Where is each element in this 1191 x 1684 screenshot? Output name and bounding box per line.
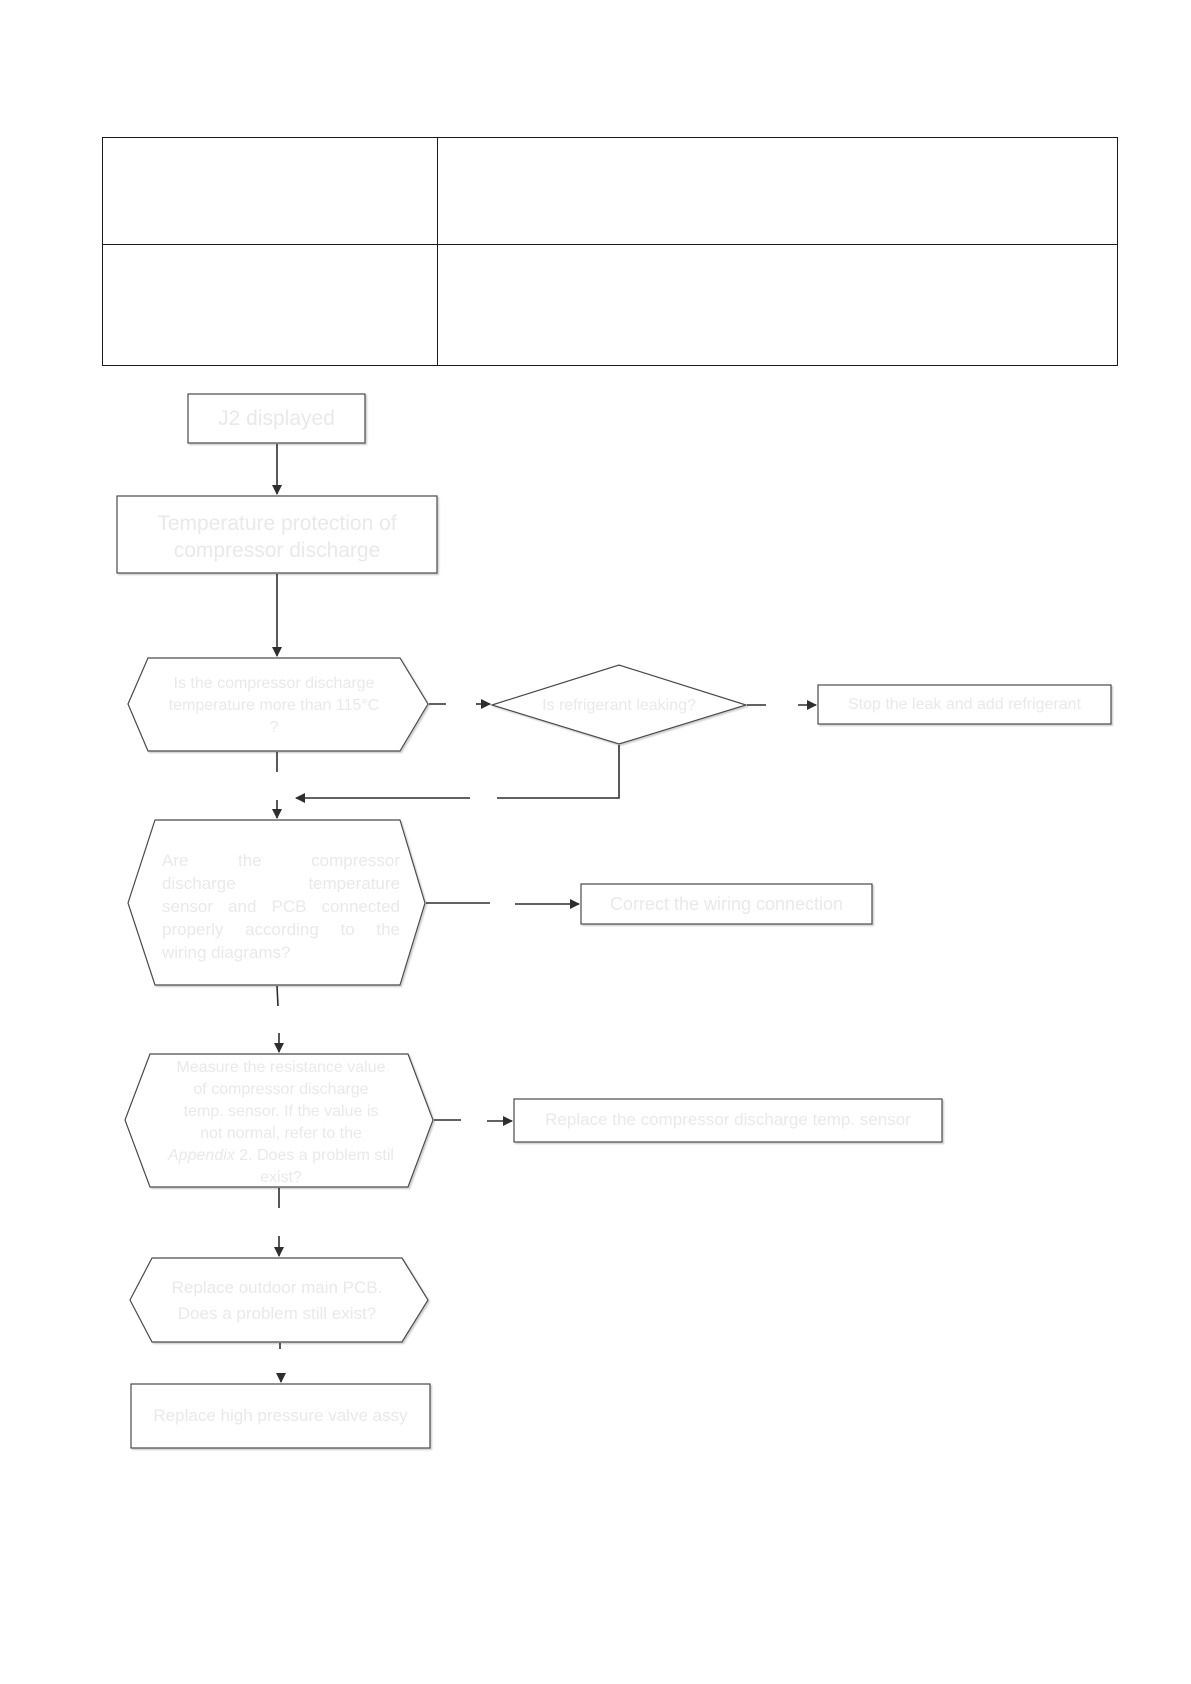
wiring-question-hexagon xyxy=(127,819,426,986)
protection-label-line: compressor discharge xyxy=(173,539,381,562)
table-row xyxy=(102,244,1118,366)
resistance-question-line: Measure the resistance value xyxy=(176,1059,386,1076)
wiring-question-line: wiring diagrams? xyxy=(162,943,291,962)
temp-question-label: Is the compressor discharge temperature … xyxy=(148,673,400,739)
resistance-question-text: 2. Does a problem stil xyxy=(234,1147,394,1164)
protection-label: Temperature protection of compressor dis… xyxy=(117,510,437,564)
arrow-leak-no-path xyxy=(497,745,620,799)
wiring-word: to xyxy=(340,920,355,939)
pcb-question-label: Replace outdoor main PCB. Does a problem… xyxy=(152,1275,402,1327)
resistance-question-line: Appendix 2. Does a problem stil xyxy=(150,1145,412,1167)
resistance-question-line: temp. sensor. If the value is xyxy=(183,1103,379,1120)
resistance-question-line: of compressor discharge xyxy=(193,1081,369,1098)
arrow-wiring-down xyxy=(276,985,279,1007)
protection-label-line: Temperature protection of xyxy=(157,512,397,535)
resistance-question-hexagon xyxy=(124,1053,434,1188)
temp-question-hexagon xyxy=(127,657,429,752)
leak-question-label: Is refrigerant leaking? xyxy=(542,697,696,714)
fault-info-table xyxy=(102,137,1118,366)
wiring-word: discharge xyxy=(162,874,236,893)
fix-leak-label: Stop the leak and add refrigerant xyxy=(847,696,1082,713)
wiring-word: properly xyxy=(162,920,224,939)
wiring-word: the xyxy=(376,920,400,939)
wiring-word: temperature xyxy=(308,874,400,893)
start-label: J2 displayed xyxy=(218,407,335,430)
wiring-word: according xyxy=(245,920,319,939)
temp-question-line: Is the compressor discharge xyxy=(173,675,375,692)
fix-wiring-box xyxy=(580,883,873,925)
wiring-question-line: Are the compressor xyxy=(162,849,400,872)
wiring-word: the xyxy=(238,851,262,870)
wiring-question-line: sensor and PCB connected xyxy=(162,897,400,916)
pcb-question-line: Does a problem still exist? xyxy=(177,1304,377,1323)
start-box xyxy=(187,393,366,444)
resistance-question-line: not normal, refer to the xyxy=(200,1125,362,1142)
fix-leak-box xyxy=(817,684,1112,725)
temp-question-line: temperature more than 115°C xyxy=(168,697,380,714)
pcb-question-line: Replace outdoor main PCB. xyxy=(171,1278,383,1297)
table-cell-value xyxy=(437,244,1118,366)
fix-sensor-label: Replace the compressor discharge temp. s… xyxy=(545,1110,911,1129)
table-cell-label xyxy=(102,137,438,245)
fix-wiring-label: Correct the wiring connection xyxy=(609,894,844,914)
end-box xyxy=(130,1383,431,1449)
leak-question-diamond xyxy=(489,664,749,745)
end-label: Replace high pressure valve assy xyxy=(153,1406,408,1425)
wiring-question-line: discharge temperature xyxy=(162,872,400,895)
resistance-question-label: Measure the resistance value of compress… xyxy=(150,1057,412,1189)
wiring-word: compressor xyxy=(311,851,400,870)
fix-sensor-box xyxy=(513,1098,943,1143)
protection-box xyxy=(116,495,438,574)
temp-question-line: ? xyxy=(269,719,279,736)
pcb-question-hexagon xyxy=(129,1257,429,1343)
table-cell-label xyxy=(102,244,438,366)
wiring-question-line: properly according to the xyxy=(162,918,400,941)
wiring-question-label: Are the compressor discharge temperature… xyxy=(162,849,400,964)
resistance-question-line: exist? xyxy=(260,1169,302,1186)
appendix-ref: Appendix xyxy=(168,1147,235,1164)
wiring-word: Are xyxy=(162,851,189,870)
